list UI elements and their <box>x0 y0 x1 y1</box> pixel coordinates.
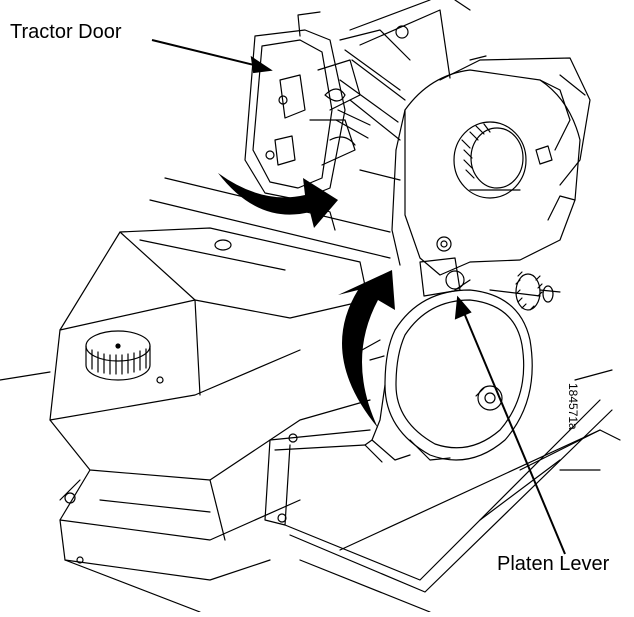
tractor-door-leader-arrowhead <box>252 58 270 72</box>
rotation-arrows <box>218 173 395 428</box>
side-plate <box>392 70 580 275</box>
figure-id-label: 184571a <box>566 383 580 430</box>
base-knob <box>86 331 150 380</box>
platen-lever-leader <box>462 308 565 554</box>
platen-lever-leader-arrowhead <box>456 298 470 318</box>
leader-lines <box>152 40 565 554</box>
platen-lever-cam <box>362 280 532 462</box>
tractor-door-arrow <box>218 173 338 228</box>
tractor-door-label: Tractor Door <box>10 21 122 43</box>
upper-frame <box>350 0 590 185</box>
lower-rail <box>265 370 620 612</box>
platen-lever-arrow <box>338 270 395 428</box>
platen-lever-label: Platen Lever <box>497 553 610 575</box>
tractor-door-leader <box>152 40 258 66</box>
printer-base <box>0 178 390 612</box>
tractor-door <box>245 12 410 230</box>
platen-shaft <box>420 258 560 310</box>
